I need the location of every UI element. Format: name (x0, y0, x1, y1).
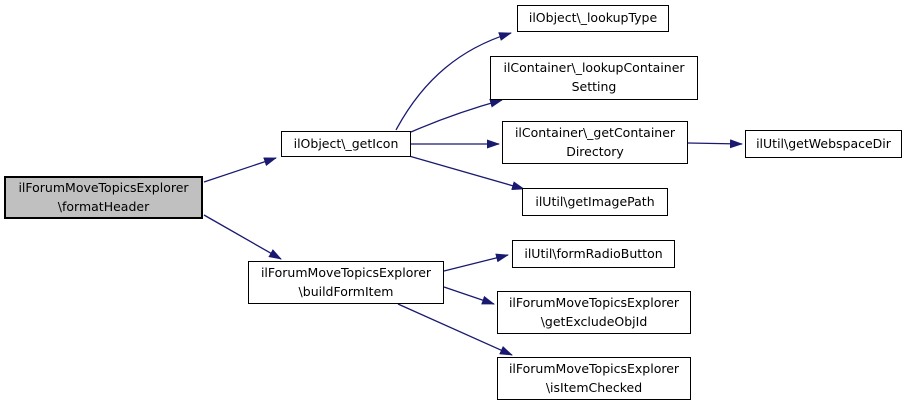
node-get-icon[interactable]: ilObject\_getIcon (281, 131, 411, 157)
node-label: Setting (571, 79, 617, 94)
node-format-header: ilForumMoveTopicsExplorer \formatHeader (4, 176, 203, 219)
edge-buildFormItem-isItemChecked (397, 303, 513, 356)
edge-getIcon-getImagePath (408, 155, 525, 191)
node-label: ilUtil\formRadioButton (524, 245, 663, 261)
edge-formatHeader-getIcon (203, 157, 277, 183)
edge-formatHeader-buildFormItem (203, 214, 282, 260)
node-get-image-path[interactable]: ilUtil\getImagePath (522, 188, 668, 216)
edge-getIcon-lookupContainerSetting (410, 98, 503, 133)
edge-getContainerDirectory-getWebspaceDir (687, 139, 743, 149)
node-label: \buildFormItem (298, 283, 394, 299)
node-label: ilObject\_lookupType (528, 10, 658, 26)
node-is-item-checked[interactable]: ilForumMoveTopicsExplorer \isItemChecked (497, 357, 691, 400)
node-form-radio-button[interactable]: ilUtil\formRadioButton (512, 240, 675, 268)
node-lookup-container-setting[interactable]: ilContainer\_lookupContainer Setting (490, 56, 698, 100)
node-get-exclude-obj-id[interactable]: ilForumMoveTopicsExplorer \getExcludeObj… (497, 291, 691, 334)
node-label: \formatHeader (57, 198, 150, 214)
node-label: ilForumMoveTopicsExplorer (508, 360, 680, 376)
node-label: Directory (566, 143, 624, 159)
edge-buildFormItem-formRadioButton (443, 253, 509, 272)
node-label: \getExcludeObjId (540, 313, 648, 329)
node-get-container-directory[interactable]: ilContainer\_getContainer Directory (502, 121, 688, 164)
node-label: ilForumMoveTopicsExplorer (260, 264, 432, 280)
node-lookup-type[interactable]: ilObject\_lookupType (517, 5, 669, 32)
node-label: ilForumMoveTopicsExplorer (18, 179, 189, 195)
node-label: ilUtil\getImagePath (535, 193, 655, 209)
node-label: ilUtil\getWebspaceDir (756, 135, 891, 151)
edge-buildFormItem-getExcludeObjId (443, 286, 495, 305)
node-label: ilContainer\_lookupContainer (503, 60, 685, 76)
edge-getIcon-lookupType (395, 32, 512, 131)
node-get-webspace-dir[interactable]: ilUtil\getWebspaceDir (745, 130, 902, 158)
node-label: \isItemChecked (545, 379, 643, 395)
node-build-form-item[interactable]: ilForumMoveTopicsExplorer \buildFormItem (248, 261, 444, 304)
node-label: ilContainer\_getContainer (514, 124, 676, 140)
node-label: ilForumMoveTopicsExplorer (508, 294, 680, 310)
node-label: ilObject\_getIcon (293, 135, 399, 151)
